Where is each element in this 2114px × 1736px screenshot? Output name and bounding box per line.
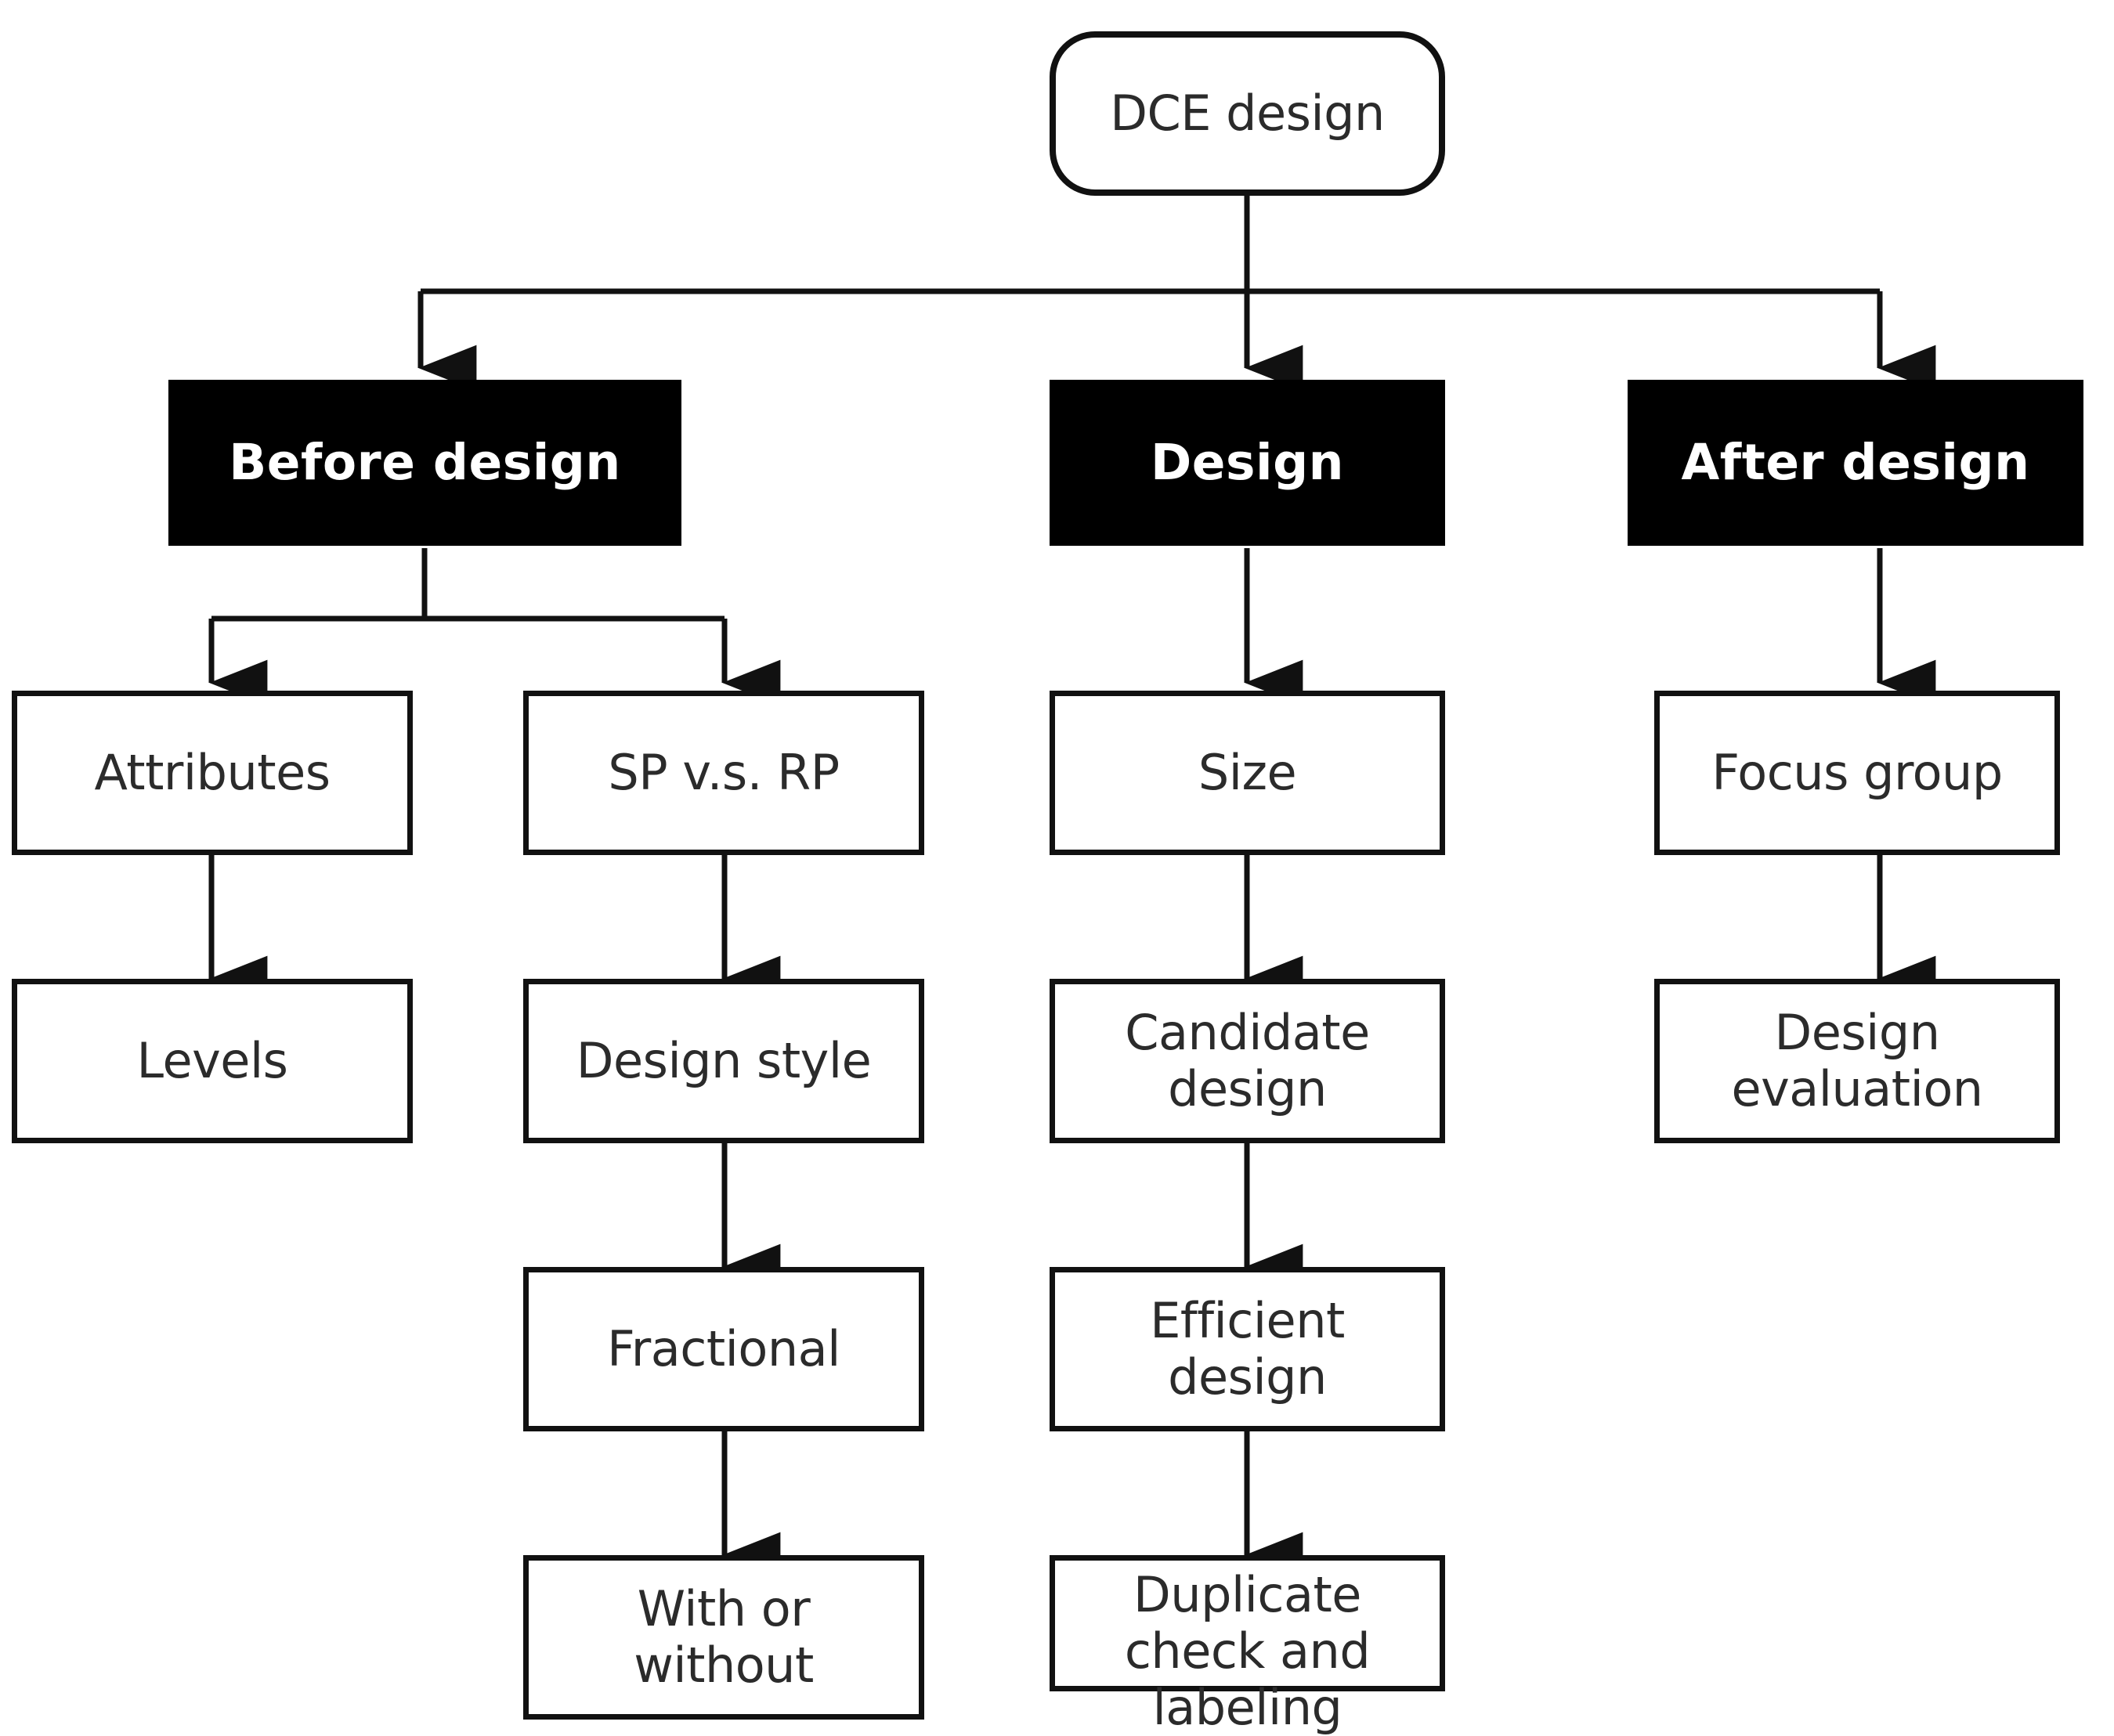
banner-label: Before design <box>229 434 621 492</box>
node-label: DCE design <box>1110 85 1385 143</box>
node-label: Levels <box>136 1032 288 1090</box>
node-size[interactable]: Size <box>1050 691 1445 855</box>
node-fractional[interactable]: Fractional <box>523 1267 924 1431</box>
node-label: Design style <box>576 1032 872 1090</box>
node-levels[interactable]: Levels <box>12 979 413 1143</box>
node-efficient-design[interactable]: Efficient design <box>1050 1267 1445 1431</box>
node-label: Fractional <box>607 1320 840 1378</box>
banner-label: After design <box>1681 434 2030 492</box>
node-label: Efficient design <box>1150 1292 1345 1406</box>
node-sp-vs-rp[interactable]: SP v.s. RP <box>523 691 924 855</box>
node-design-style[interactable]: Design style <box>523 979 924 1143</box>
node-label: Attributes <box>94 744 331 802</box>
node-label: Duplicate check and labeling <box>1124 1566 1371 1736</box>
node-with-or-without[interactable]: With or without <box>523 1555 924 1720</box>
banner-after-design[interactable]: After design <box>1628 380 2083 546</box>
node-label: With or without <box>634 1580 814 1694</box>
node-attributes[interactable]: Attributes <box>12 691 413 855</box>
node-design-evaluation[interactable]: Design evaluation <box>1654 979 2060 1143</box>
node-label: Candidate design <box>1125 1004 1370 1117</box>
node-candidate-design[interactable]: Candidate design <box>1050 979 1445 1143</box>
banner-design[interactable]: Design <box>1050 380 1445 546</box>
node-label: SP v.s. RP <box>608 744 840 802</box>
node-dce-design[interactable]: DCE design <box>1050 31 1445 196</box>
node-focus-group[interactable]: Focus group <box>1654 691 2060 855</box>
banner-before-design[interactable]: Before design <box>168 380 681 546</box>
banner-label: Design <box>1150 434 1345 492</box>
node-label: Design evaluation <box>1731 1004 1983 1117</box>
node-label: Size <box>1198 744 1297 802</box>
node-label: Focus group <box>1711 744 2003 802</box>
node-duplicate-check-and-labeling[interactable]: Duplicate check and labeling <box>1050 1555 1445 1735</box>
